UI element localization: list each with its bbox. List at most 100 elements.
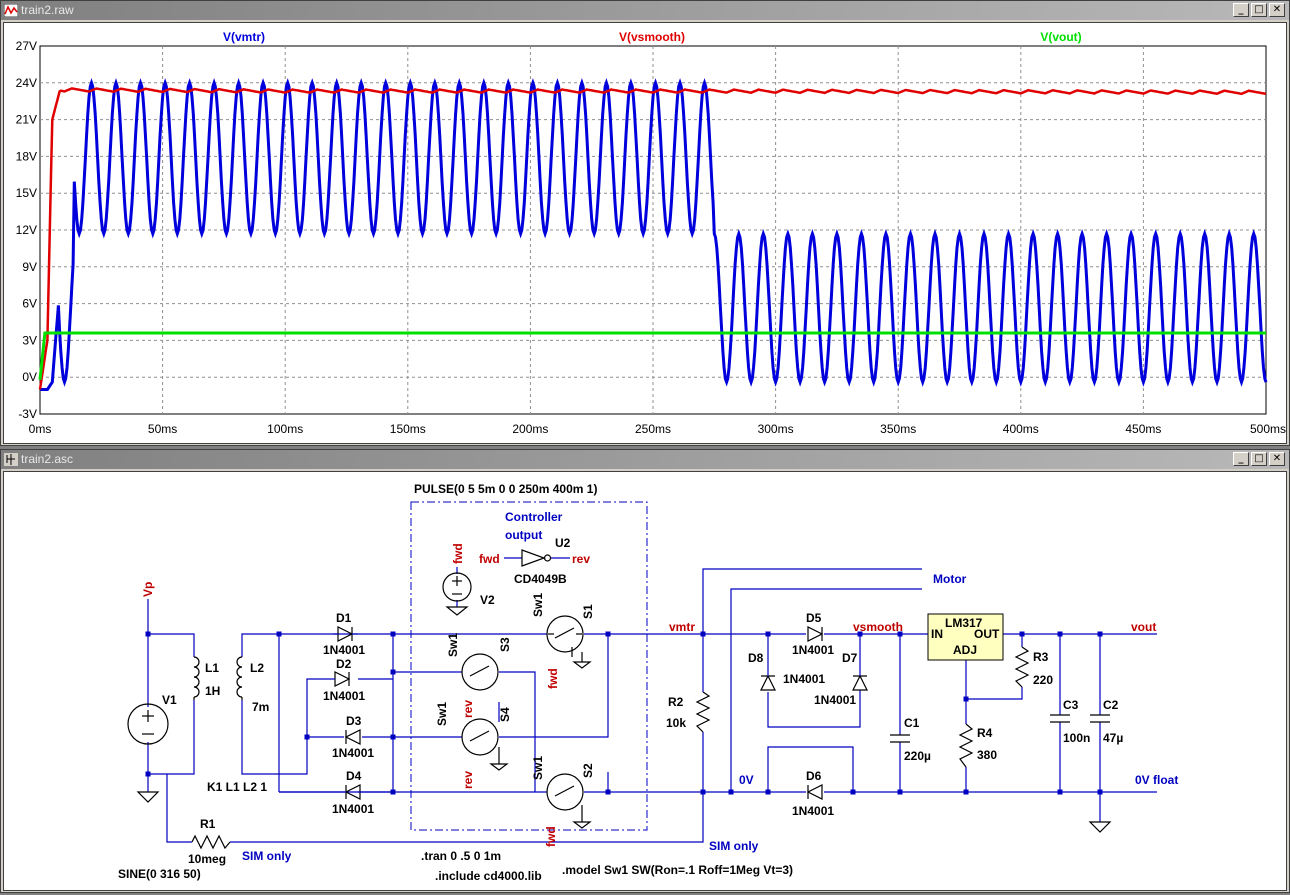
c3-value: 100n xyxy=(1063,731,1090,745)
l1-value: 1H xyxy=(205,684,220,698)
maximize-button[interactable]: □ xyxy=(1251,3,1267,17)
r2-label: R2 xyxy=(668,695,684,709)
close-button[interactable]: ✕ xyxy=(1269,3,1285,17)
net-vp: Vp xyxy=(141,582,155,597)
d8-label: D8 xyxy=(748,651,764,665)
ground-icon xyxy=(572,821,592,829)
u2-label: U2 xyxy=(555,536,571,550)
y-tick-label: 3V xyxy=(22,333,37,347)
pulse-directive: PULSE(0 5 5m 0 0 250m 400m 1) xyxy=(414,482,597,496)
x-tick-label: 250ms xyxy=(635,422,671,436)
d4-label: D4 xyxy=(346,769,362,783)
net-rev-s4: rev xyxy=(461,771,475,789)
s1-label: S1 xyxy=(581,604,595,619)
l1-label: L1 xyxy=(205,661,219,675)
d5-value: 1N4001 xyxy=(792,643,834,657)
sw1-s3-label: Sw1 xyxy=(446,633,460,657)
legend-vout[interactable]: V(vout) xyxy=(1040,30,1081,44)
legend-vsmooth[interactable]: V(vsmooth) xyxy=(619,30,685,44)
include-directive: .include cd4000.lib xyxy=(435,869,542,883)
y-tick-label: 0V xyxy=(22,370,37,384)
d2-label: D2 xyxy=(336,657,352,671)
trace-vsmooth xyxy=(38,87,1267,390)
d5-label: D5 xyxy=(806,611,822,625)
ground-icon xyxy=(572,661,592,669)
x-tick-label: 350ms xyxy=(880,422,916,436)
net-vsmooth: vsmooth xyxy=(853,620,903,634)
y-tick-label: 12V xyxy=(16,223,37,237)
d7-value: 1N4001 xyxy=(814,693,856,707)
minimize-button[interactable]: _ xyxy=(1233,3,1249,17)
switch-s4 xyxy=(461,718,499,756)
d2-value: 1N4001 xyxy=(323,689,365,703)
schematic-canvas[interactable]: PULSE(0 5 5m 0 0 250m 400m 1) Controller… xyxy=(3,471,1287,891)
waveform-titlebar[interactable]: train2.raw _ □ ✕ xyxy=(1,1,1289,20)
d4-value: 1N4001 xyxy=(332,802,374,816)
lm317-in: IN xyxy=(931,627,943,641)
x-tick-label: 500ms xyxy=(1250,422,1286,436)
y-tick-label: 15V xyxy=(16,186,37,200)
output-label: output xyxy=(505,528,542,542)
d7-label: D7 xyxy=(842,651,858,665)
resistor-r4 xyxy=(958,723,974,768)
legend-vmtr[interactable]: V(vmtr) xyxy=(223,30,265,44)
y-tick-label: 18V xyxy=(16,149,37,163)
d3-value: 1N4001 xyxy=(332,746,374,760)
trace-vout xyxy=(38,331,1266,380)
lm317-label: LM317 xyxy=(945,616,983,630)
x-tick-label: 50ms xyxy=(148,422,177,436)
l2-value: 7m xyxy=(252,700,269,714)
net-rev: rev xyxy=(572,552,590,566)
controller-label: Controller xyxy=(505,510,563,524)
schematic-titlebar[interactable]: train2.asc _ □ ✕ xyxy=(1,450,1289,469)
d1-label: D1 xyxy=(336,611,352,625)
x-tick-label: 400ms xyxy=(1003,422,1039,436)
c3-label: C3 xyxy=(1063,698,1079,712)
r2-value: 10k xyxy=(666,716,686,730)
schematic-window[interactable]: train2.asc _ □ ✕ xyxy=(0,449,1290,893)
lm317-adj: ADJ xyxy=(953,643,977,657)
switch-s2 xyxy=(546,773,584,811)
s3-label: S3 xyxy=(498,637,512,652)
net-fwd-s2: fwd xyxy=(544,826,558,847)
d6-value: 1N4001 xyxy=(792,804,834,818)
ground-icon xyxy=(1088,821,1112,833)
y-tick-label: 24V xyxy=(16,76,37,90)
resistor-r2 xyxy=(695,691,711,733)
net-rev-s3: rev xyxy=(461,700,475,718)
motor-label: Motor xyxy=(933,572,967,586)
v2-label: V2 xyxy=(480,593,495,607)
v1-label: V1 xyxy=(162,693,177,707)
minimize-button[interactable]: _ xyxy=(1233,452,1249,466)
r4-value: 380 xyxy=(977,748,997,762)
y-tick-label: 9V xyxy=(22,260,37,274)
v2-source xyxy=(442,572,472,602)
diodes xyxy=(279,626,868,800)
y-tick-label: 27V xyxy=(16,39,37,53)
switch-group-box xyxy=(410,501,648,831)
net-vout: vout xyxy=(1131,620,1156,634)
s2-label: S2 xyxy=(581,763,595,778)
y-tick-label: -3V xyxy=(18,407,37,421)
close-button[interactable]: ✕ xyxy=(1269,452,1285,466)
sw1-s1-label: Sw1 xyxy=(531,593,545,617)
ground-icon xyxy=(489,763,509,771)
lm317-out: OUT xyxy=(974,627,1000,641)
switch-s3 xyxy=(461,653,499,691)
maximize-button[interactable]: □ xyxy=(1251,452,1267,466)
switch-s1 xyxy=(546,615,584,653)
sim-only-label-2: SIM only xyxy=(709,839,759,853)
d6-label: D6 xyxy=(806,769,822,783)
inductor-l2 xyxy=(236,656,243,698)
c1-label: C1 xyxy=(904,716,920,730)
d1-value: 1N4001 xyxy=(323,643,365,657)
schematic[interactable]: PULSE(0 5 5m 0 0 250m 400m 1) Controller… xyxy=(4,472,1288,890)
schematic-app-icon xyxy=(4,453,18,466)
components xyxy=(127,572,1112,850)
inductor-l1 xyxy=(193,656,200,698)
r3-value: 220 xyxy=(1033,673,1053,687)
